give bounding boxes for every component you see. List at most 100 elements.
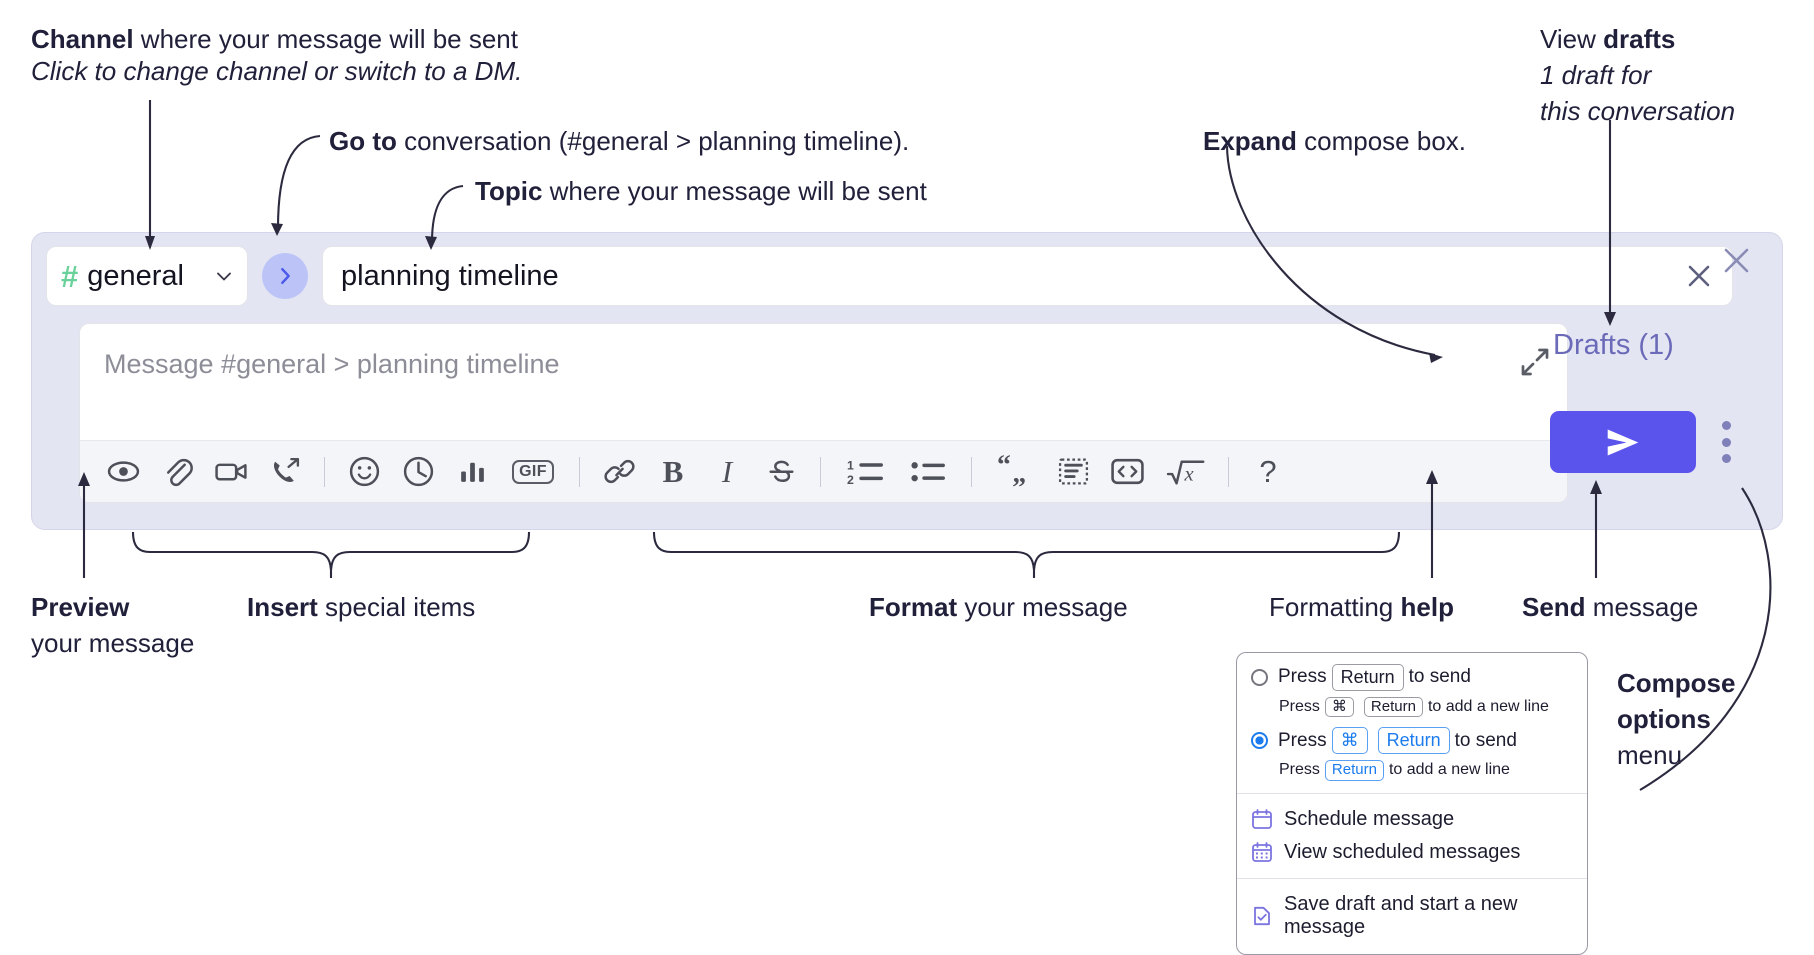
gif-label: GIF [512,459,554,484]
option1-hint-key-return: Return [1363,696,1423,718]
italic-icon[interactable]: I [707,452,747,492]
close-icon[interactable] [1721,245,1752,276]
annotation-format-rest: your message [957,592,1128,622]
svg-text:„: „ [1012,458,1026,488]
link-icon[interactable] [599,452,639,492]
italic-label: I [721,453,733,489]
emoji-icon[interactable] [344,452,384,492]
annotation-drafts-prefix: View [1540,24,1604,54]
kebab-dot [1721,421,1731,430]
annotation-send: Send message [1522,592,1698,624]
send-button[interactable] [1550,411,1696,473]
annotation-fmthelp-prefix: Formatting [1269,592,1401,622]
annotation-formatting-help: Formatting help [1269,592,1454,624]
option2-key-return: Return [1377,727,1450,754]
annotation-format-bold: Format [869,592,958,622]
clock-icon[interactable] [398,452,438,492]
option1-press-label: Press [1278,666,1327,688]
toolbar-divider [324,456,325,487]
message-input-area[interactable]: Message #general > planning timeline [79,323,1568,503]
annotation-drafts: View drafts [1540,24,1675,56]
kebab-dot [1721,454,1731,463]
option1-key-return: Return [1331,664,1404,691]
compose-header-row: # general planning timeline [46,246,1733,306]
bold-icon[interactable]: B [653,452,693,492]
kebab-dot [1721,437,1731,447]
annotation-insert-bold: Insert [247,592,318,622]
channel-name-label: general [87,259,184,292]
annotation-channel: Channel where your message will be sent [31,24,518,56]
annotation-preview-bold: Preview [31,592,130,622]
option1-hint-key-cmd: ⌘ [1324,696,1354,718]
option2-key-cmd: ⌘ [1331,727,1368,754]
send-paper-plane-icon [1607,429,1639,455]
menu-item-label: View scheduled messages [1284,840,1521,863]
send-option-cmd-return[interactable]: Press ⌘ Return to send [1237,724,1587,757]
drafts-link[interactable]: Drafts (1) [1553,329,1674,361]
blockquote-icon[interactable]: “ „ [991,452,1039,492]
annotation-drafts-bold: drafts [1603,24,1676,54]
phone-forward-icon[interactable] [265,452,305,492]
topic-value: planning timeline [341,259,559,292]
option2-press-label: Press [1278,729,1327,751]
option1-action-label: to send [1408,666,1471,688]
chevron-down-icon [215,267,233,285]
bulleted-list-icon[interactable] [904,452,952,492]
option1-hint-press: Press [1279,697,1320,715]
menu-item-save-draft[interactable]: Save draft and start a new message [1237,888,1587,944]
paperclip-icon[interactable] [157,452,197,492]
poll-bar-chart-icon[interactable] [452,452,492,492]
video-camera-icon[interactable] [211,452,251,492]
menu-divider [1237,792,1587,794]
strikethrough-icon[interactable] [761,452,801,492]
annotation-compose-options-line2: options [1617,704,1711,734]
bold-label: B [662,453,684,489]
message-placeholder: Message #general > planning timeline [104,349,560,379]
annotation-insert: Insert special items [247,592,475,624]
compose-options-kebab-icon[interactable] [1718,421,1734,463]
menu-item-label: Schedule message [1284,807,1455,830]
math-icon[interactable]: x [1161,452,1209,492]
chevron-right-icon [281,267,290,285]
expand-icon[interactable] [1520,347,1550,377]
annotation-compose-options-line1: Compose [1617,668,1736,698]
menu-item-view-scheduled-messages[interactable]: View scheduled messages [1237,836,1587,869]
send-option-return[interactable]: Press Return to send [1237,661,1587,694]
svg-text:1: 1 [847,458,854,472]
annotation-drafts-sub2: this conversation [1540,96,1736,126]
code-block-icon[interactable] [1053,452,1093,492]
close-icon[interactable] [1684,261,1714,291]
annotation-channel-rest: where your message will be sent [133,24,518,54]
toolbar-divider [971,456,972,487]
formatting-toolbar: GIF B I 1 [80,440,1567,502]
topic-input[interactable]: planning timeline [322,246,1733,306]
annotation-send-bold: Send [1522,592,1586,622]
go-to-conversation-button[interactable] [262,253,308,299]
radio-selected-icon[interactable] [1251,732,1268,749]
annotation-expand: Expand compose box. [1203,126,1466,158]
menu-item-schedule-message[interactable]: Schedule message [1237,803,1587,836]
annotation-topic-bold: Topic [475,176,543,206]
radio-unselected-icon[interactable] [1251,668,1268,686]
annotation-goto-bold: Go to [329,126,397,156]
annotation-channel-bold: Channel [31,24,134,54]
channel-selector[interactable]: # general [46,246,248,306]
help-question-icon[interactable]: ? [1248,452,1288,492]
option2-hint-action: to add a new line [1388,761,1510,779]
annotation-compose-options-line3: menu [1617,740,1683,770]
annotation-goto: Go to conversation (#general > planning … [329,126,909,158]
annotation-expand-rest: compose box. [1296,126,1467,156]
hash-icon: # [61,258,79,294]
annotation-goto-rest: conversation (#general > planning timeli… [396,126,910,156]
annotation-topic: Topic where your message will be sent [475,176,927,208]
menu-item-label: Save draft and start a new message [1284,892,1518,938]
code-inline-icon[interactable] [1107,452,1147,492]
calendar-grid-icon [1251,841,1273,863]
gif-icon[interactable]: GIF [506,452,560,492]
eye-icon[interactable] [103,452,143,492]
annotation-preview-line2: your message [31,628,195,658]
ordered-list-icon[interactable]: 1 2 [840,452,890,492]
menu-divider [1237,877,1587,879]
annotation-insert-rest: special items [317,592,476,622]
